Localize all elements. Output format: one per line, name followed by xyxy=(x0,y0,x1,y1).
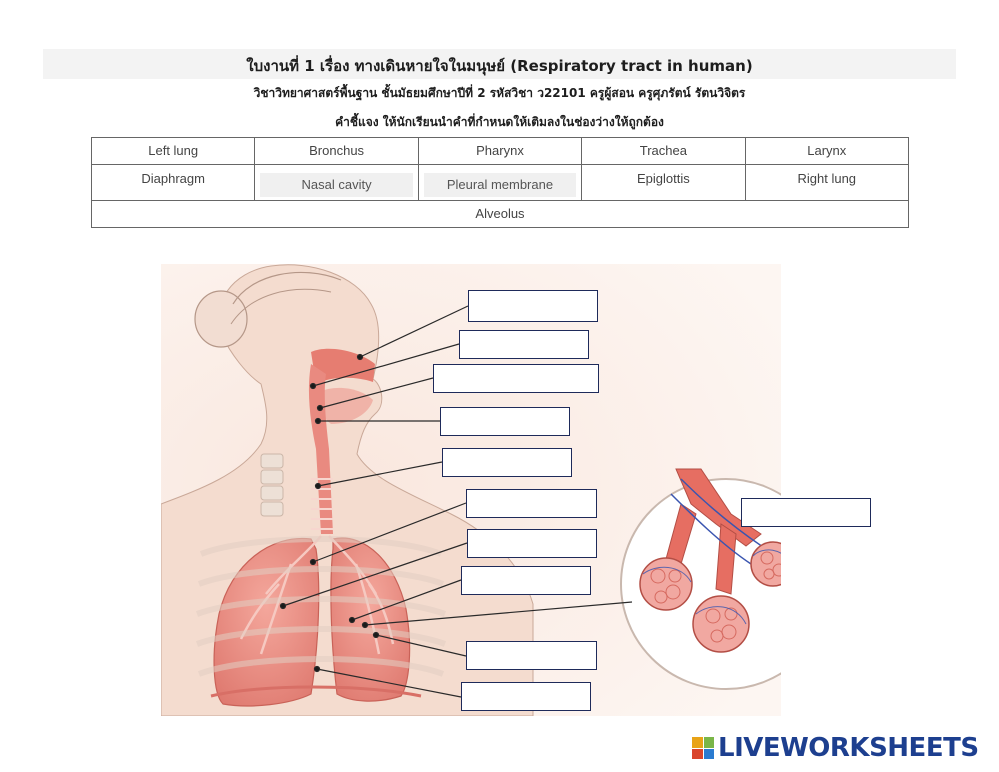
answer-box-alveolus[interactable] xyxy=(741,498,871,527)
word-pharynx: Pharynx xyxy=(418,138,581,165)
word-alveolus: Alveolus xyxy=(92,201,909,228)
word-epiglottis: Epiglottis xyxy=(582,165,745,201)
answer-box-9[interactable] xyxy=(466,641,597,670)
liveworksheets-logo-icon xyxy=(692,737,714,759)
word-right-lung: Right lung xyxy=(745,165,908,201)
word-nasal-cavity[interactable]: Nasal cavity xyxy=(260,173,412,197)
answer-box-6[interactable] xyxy=(466,489,597,518)
word-bank-table: Left lung Bronchus Pharynx Trachea Laryn… xyxy=(91,137,909,228)
answer-box-10[interactable] xyxy=(461,682,591,711)
word-larynx: Larynx xyxy=(745,138,908,165)
hair-bun xyxy=(195,291,247,347)
answer-box-7[interactable] xyxy=(467,529,597,558)
brand-name: LIVEWORKSHEETS xyxy=(718,733,979,763)
word-nasal-cavity-cell: Nasal cavity xyxy=(255,165,418,201)
answer-box-8[interactable] xyxy=(461,566,591,595)
word-bronchus: Bronchus xyxy=(255,138,418,165)
answer-box-2[interactable] xyxy=(459,330,589,359)
answer-box-4[interactable] xyxy=(440,407,570,436)
word-left-lung: Left lung xyxy=(92,138,255,165)
word-diaphragm: Diaphragm xyxy=(92,165,255,201)
answer-box-3[interactable] xyxy=(433,364,599,393)
word-trachea: Trachea xyxy=(582,138,745,165)
word-pleural-membrane[interactable]: Pleural membrane xyxy=(424,173,576,197)
word-pleural-membrane-cell: Pleural membrane xyxy=(418,165,581,201)
instruction-line: คำชี้แจง ให้นักเรียนนำคำที่กำหนดให้เติมล… xyxy=(0,113,999,132)
answer-box-1[interactable] xyxy=(468,290,598,322)
subject-line: วิชาวิทยาศาสตร์พื้นฐาน ชั้นมัธยมศึกษาปีท… xyxy=(0,84,999,103)
answer-box-5[interactable] xyxy=(442,448,572,477)
liveworksheets-brand[interactable]: LIVEWORKSHEETS xyxy=(692,733,979,763)
worksheet-title: ใบงานที่ 1 เรื่อง ทางเดินหายใจในมนุษย์ (… xyxy=(0,54,999,78)
